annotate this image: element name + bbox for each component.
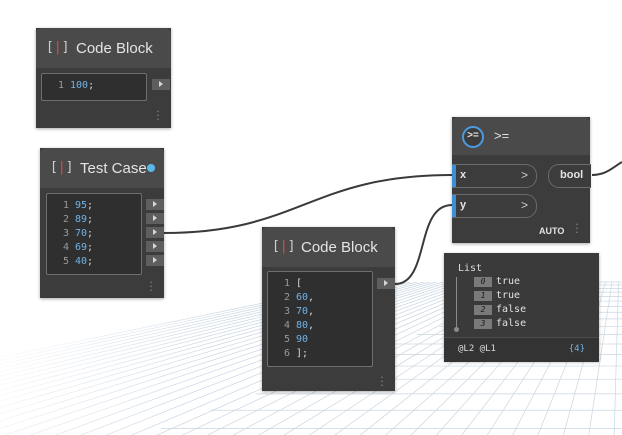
tree-line-end [454, 327, 459, 332]
node-title: >= [494, 128, 510, 143]
greater-equal-icon: >= [462, 126, 484, 148]
node-header[interactable]: [|] Test Case [40, 148, 164, 188]
input-port-x[interactable]: x > [452, 164, 537, 188]
chevron-right-icon: > [520, 168, 528, 182]
grip-icon[interactable]: ··· [149, 276, 153, 297]
code-block-icon: [|] [50, 160, 74, 175]
code-text: 100; [70, 80, 95, 91]
greater-equal-node[interactable]: >= >= x > y > bool AUTO ··· [452, 117, 591, 243]
node-title: Code Block [76, 40, 153, 57]
preview-bubble[interactable]: List 0 true 1 true 2 false 3 false @L2 @L1 {4} [444, 253, 599, 362]
code-editor[interactable]: 1 95; 2 89; 3 70; 4 69; 5 40; [46, 193, 142, 275]
code-text: 70; [75, 228, 94, 239]
list-value: true [496, 290, 521, 301]
node-title: Test Case [80, 160, 147, 177]
line-number: 1 [62, 200, 69, 211]
port-accent-bar [452, 195, 456, 217]
node-title: Code Block [301, 239, 378, 256]
list-index-badge: 0 [474, 277, 492, 287]
grip-icon[interactable]: ··· [380, 371, 384, 392]
line-number: 4 [62, 242, 69, 253]
lacing-label[interactable]: AUTO [539, 226, 565, 236]
list-item: 3 false [474, 317, 584, 331]
list-index-badge: 2 [474, 305, 492, 315]
test-case-node[interactable]: [|] Test Case 1 95; 2 89; 3 70; 4 69; 5 40; ··· [40, 148, 164, 298]
output-port[interactable] [377, 278, 395, 289]
list-item: 1 true [474, 289, 584, 303]
item-count: {4} [568, 344, 585, 354]
code-text: 95; [75, 200, 94, 211]
port-accent-bar [452, 165, 456, 187]
line-number: 2 [62, 214, 69, 225]
list-value: false [496, 304, 527, 315]
tree-line [456, 277, 457, 329]
line-number: 6 [283, 348, 290, 359]
list-levels: @L2 @L1 [458, 344, 496, 354]
list-index-badge: 1 [474, 291, 492, 301]
list-value: true [496, 276, 521, 287]
grip-icon[interactable]: ··· [575, 218, 579, 239]
preview-footer: @L2 @L1 {4} [444, 337, 599, 362]
line-number: 3 [62, 228, 69, 239]
code-text: [ [296, 278, 303, 289]
output-port-3[interactable] [146, 227, 164, 238]
code-text: 90 [296, 334, 309, 345]
line-number: 1 [283, 278, 290, 289]
node-header[interactable]: >= >= [452, 117, 590, 155]
code-block-node-list[interactable]: [|] Code Block 1 [2 60, 3 70, 4 80, 5 90 6]; ··· [262, 227, 395, 391]
grip-icon[interactable]: ··· [156, 105, 160, 126]
code-block-icon: [|] [46, 40, 70, 55]
output-port-1[interactable] [146, 199, 164, 210]
line-number: 5 [283, 334, 290, 345]
line-number: 1 [57, 80, 64, 91]
code-text: 40; [75, 256, 94, 267]
code-text: 69; [75, 242, 94, 253]
code-editor[interactable]: 1 [2 60, 3 70, 4 80, 5 90 6]; [267, 271, 373, 367]
chevron-right-icon: > [520, 198, 528, 212]
preview-list-title: List [458, 263, 483, 274]
code-block-node-top[interactable]: [|] Code Block 1 100; ··· [36, 28, 171, 128]
input-port-y[interactable]: y > [452, 194, 537, 218]
code-text: ]; [296, 348, 309, 359]
list-index-badge: 3 [474, 319, 492, 329]
code-editor[interactable]: 1 100; [41, 73, 147, 101]
code-block-icon: [|] [272, 239, 296, 254]
code-text: 60, [296, 292, 315, 303]
output-port-bool[interactable]: bool [548, 164, 591, 188]
list-value: false [496, 318, 527, 329]
output-port-2[interactable] [146, 213, 164, 224]
code-text: 80, [296, 320, 315, 331]
state-indicator-dot [147, 164, 155, 172]
line-number: 4 [283, 320, 290, 331]
output-port-5[interactable] [146, 255, 164, 266]
node-header[interactable]: [|] Code Block [262, 227, 395, 267]
code-text: 70, [296, 306, 315, 317]
code-text: 89; [75, 214, 94, 225]
line-number: 5 [62, 256, 69, 267]
output-port-4[interactable] [146, 241, 164, 252]
list-item: 2 false [474, 303, 584, 317]
list-item: 0 true [474, 275, 584, 289]
output-port[interactable] [152, 79, 170, 90]
node-header[interactable]: [|] Code Block [36, 28, 171, 68]
line-number: 3 [283, 306, 290, 317]
line-number: 2 [283, 292, 290, 303]
